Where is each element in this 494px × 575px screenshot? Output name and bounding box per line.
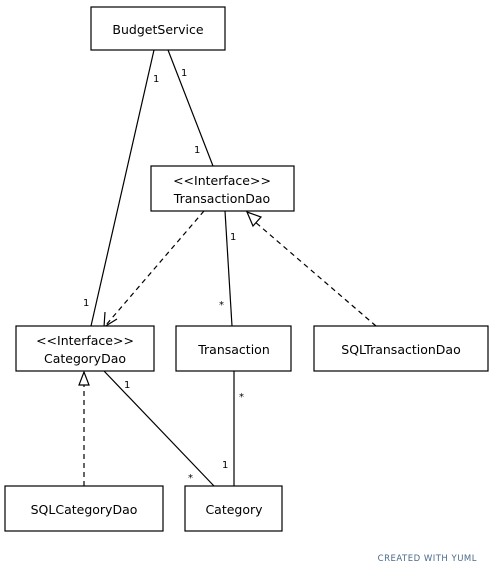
edge-budget-to-transaction-dao: 1 1 [167,49,214,167]
multiplicity-label: 1 [153,74,159,85]
multiplicity-label: * [219,300,224,311]
edge-sql-transaction-dao-realizes [245,210,377,327]
class-budget-service: BudgetService [90,6,226,51]
class-name: CategoryDao [44,351,126,366]
multiplicity-label: * [239,392,244,403]
class-name: Category [205,502,263,517]
class-category: Category [184,485,283,532]
class-transaction-dao: <<Interface>> TransactionDao [150,165,295,212]
class-sql-transaction-dao: SQLTransactionDao [313,325,489,372]
class-name: SQLTransactionDao [341,342,460,357]
class-name: SQLCategoryDao [31,502,138,517]
multiplicity-label: 1 [181,68,187,79]
hollow-triangle-arrowhead [78,370,90,386]
class-name: TransactionDao [173,191,270,206]
interface-stereotype: <<Interface>> [36,333,134,348]
yuml-credit: CREATED WITH YUML [377,554,477,564]
edge-category-dao-to-category: 1 * [103,370,215,487]
edge-transaction-to-category: * 1 [222,371,244,486]
class-category-dao: <<Interface>> CategoryDao [15,325,155,372]
multiplicity-label: 1 [83,298,89,309]
class-transaction: Transaction [175,325,292,372]
multiplicity-label: * [188,473,193,484]
edge-transaction-dao-to-transaction: 1 * [219,210,236,327]
edge-transaction-dao-uses-category-dao [103,210,205,329]
edge-sql-category-dao-realizes [78,370,90,486]
class-name: BudgetService [112,22,203,37]
multiplicity-label: 1 [194,145,200,156]
hollow-triangle-arrowhead [245,210,263,228]
interface-stereotype: <<Interface>> [173,173,271,188]
class-sql-category-dao: SQLCategoryDao [4,485,164,532]
class-name: Transaction [197,342,270,357]
edge-budget-to-category-dao: 1 1 [83,49,159,327]
multiplicity-label: 1 [124,380,130,391]
multiplicity-label: 1 [230,232,236,243]
multiplicity-label: 1 [222,460,228,471]
